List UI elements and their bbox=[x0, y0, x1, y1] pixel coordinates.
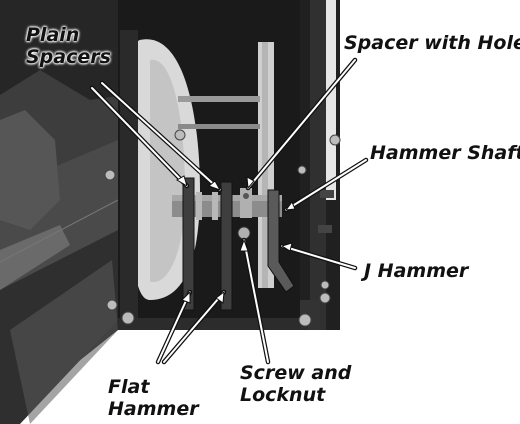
screw-locknut bbox=[237, 226, 251, 240]
label-flat-hammer-line2: Hammer bbox=[108, 398, 199, 420]
label-screw-line1: Screw and bbox=[240, 362, 352, 384]
plain-spacer-2 bbox=[212, 192, 218, 220]
leader-lines bbox=[89, 57, 369, 365]
label-j-hammer: J Hammer bbox=[364, 260, 469, 282]
label-screw-and-locknut: Screw and Locknut bbox=[240, 362, 351, 406]
left-housing bbox=[0, 0, 119, 424]
flat-hammer-1 bbox=[182, 177, 195, 311]
label-plain-spacers-line2: Spacers bbox=[26, 46, 111, 68]
flat-hammer-2 bbox=[220, 181, 233, 311]
right-housing bbox=[296, 0, 340, 330]
plain-spacer-1 bbox=[196, 192, 202, 220]
label-plain-spacers: Plain Spacers bbox=[26, 24, 111, 68]
label-hammer-shaft: Hammer Shaft bbox=[370, 142, 520, 164]
label-plain-spacers-line1: Plain bbox=[26, 24, 80, 46]
label-spacer-with-hole: Spacer with Hole bbox=[344, 32, 520, 54]
upper-rod bbox=[178, 96, 260, 102]
label-flat-hammer-line1: Flat bbox=[108, 376, 150, 398]
j-hammer bbox=[267, 189, 295, 293]
spacer-with-hole bbox=[240, 188, 252, 218]
bolts bbox=[104, 129, 341, 327]
label-flat-hammer: Flat Hammer bbox=[108, 376, 199, 420]
label-screw-line2: Locknut bbox=[240, 384, 326, 406]
